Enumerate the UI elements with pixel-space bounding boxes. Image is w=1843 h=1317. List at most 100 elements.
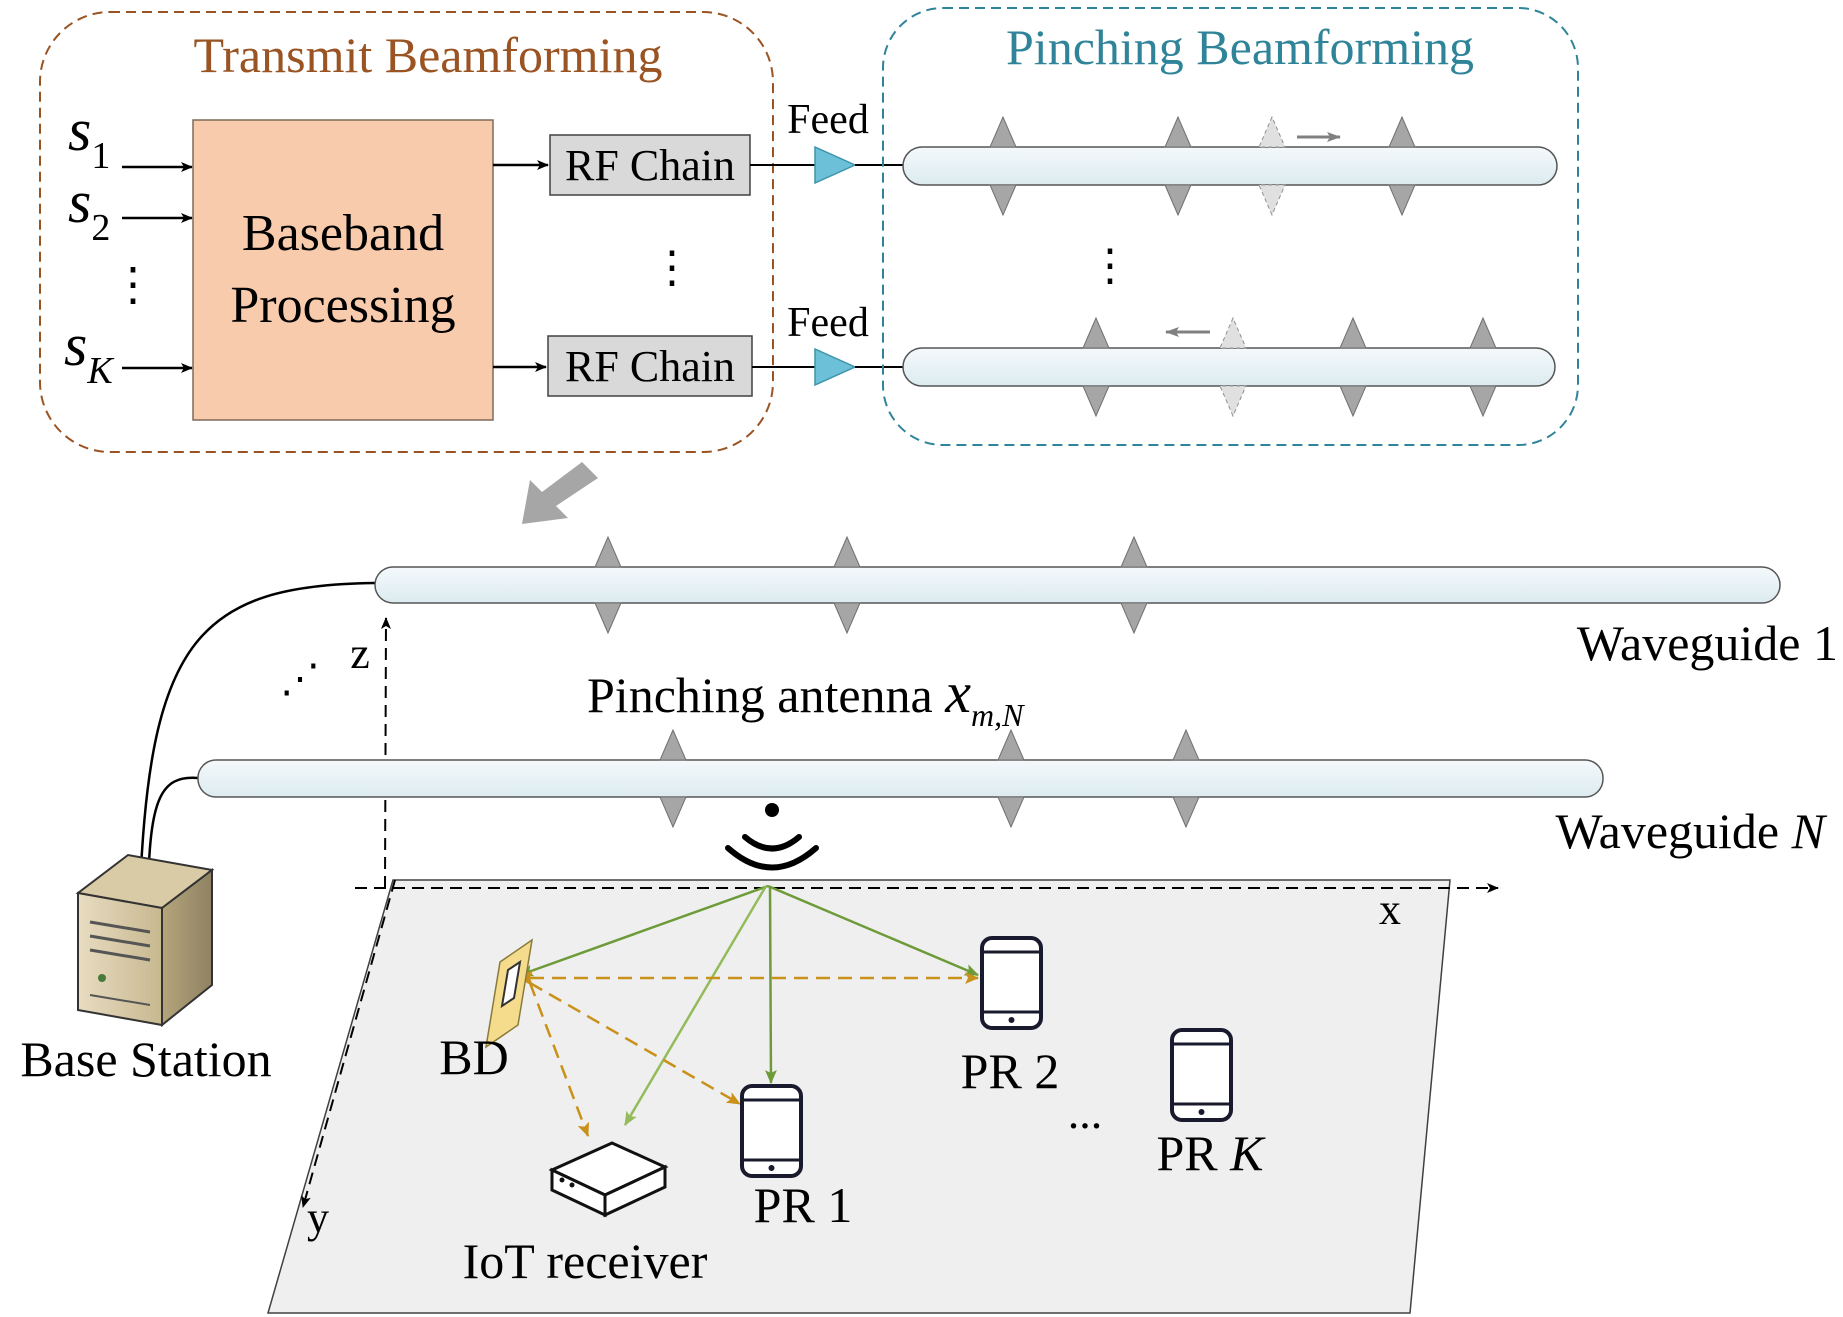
antenna-icon bbox=[1172, 796, 1200, 829]
transmit-beamforming-title: Transmit Beamforming bbox=[194, 27, 663, 83]
pr-ellipsis: ... bbox=[1068, 1087, 1103, 1138]
feed-1-label: Feed bbox=[787, 97, 869, 143]
iot-receiver-label: IoT receiver bbox=[463, 1233, 708, 1289]
ground-plane bbox=[267, 879, 1451, 1314]
antenna-icon bbox=[594, 602, 622, 635]
antenna-icon bbox=[1120, 535, 1148, 568]
z-axis bbox=[380, 617, 391, 889]
rf-chain-1-label: RF Chain bbox=[565, 141, 735, 190]
iot-receiver: IoT receiver bbox=[463, 1141, 708, 1289]
top-waveguide-k-antennas bbox=[1082, 316, 1497, 418]
feed-group: Feed Feed bbox=[750, 97, 905, 387]
phone-icon bbox=[980, 936, 1043, 1030]
antenna-icon bbox=[997, 796, 1025, 829]
zoom-arrow bbox=[522, 462, 598, 524]
baseband-processing-block: Baseband Processing bbox=[192, 119, 494, 421]
antenna-icon bbox=[833, 602, 861, 635]
rf-chain-dots: ⋮ bbox=[650, 243, 694, 292]
pr1-label: PR 1 bbox=[754, 1177, 853, 1233]
antenna-icon bbox=[1388, 184, 1416, 217]
waveguide-1-group: Waveguide 1 bbox=[374, 535, 1838, 671]
antenna-icon bbox=[997, 728, 1025, 761]
prk-label: PR K bbox=[1156, 1125, 1266, 1181]
pinching-beamforming-title: Pinching Beamforming bbox=[1006, 19, 1474, 75]
top-waveguide-1 bbox=[902, 146, 1558, 186]
antenna-icon bbox=[659, 796, 687, 829]
antenna-moving-icon bbox=[1219, 385, 1247, 418]
pinching-beamforming-boundary bbox=[882, 7, 1579, 446]
feed-k-label: Feed bbox=[787, 300, 869, 346]
rf-chain-k-label: RF Chain bbox=[565, 342, 735, 391]
waveguide-dots: ⋮ bbox=[1088, 241, 1132, 290]
x-axis-label: x bbox=[1379, 885, 1401, 934]
antenna-icon bbox=[1164, 115, 1192, 148]
feed-k-amplifier bbox=[814, 347, 857, 387]
ray-to-bd bbox=[519, 884, 769, 977]
ray-to-pr1 bbox=[764, 885, 777, 1084]
antenna-icon bbox=[833, 535, 861, 568]
top-waveguide-k-moving-antenna bbox=[1219, 316, 1247, 418]
bd-label: BD bbox=[439, 1029, 508, 1085]
pinching-antenna-label: Pinching antenna xm,N bbox=[587, 660, 1025, 733]
backscatter-to-iot bbox=[528, 982, 590, 1137]
pr2-label: PR 2 bbox=[961, 1043, 1060, 1099]
ray-to-pr2 bbox=[767, 884, 979, 977]
waveguide-n-group: Waveguide N bbox=[197, 728, 1828, 859]
prk-device: PR K bbox=[1156, 1028, 1266, 1181]
baseband-label-line1: Baseband bbox=[242, 205, 444, 262]
base-station-label: Base Station bbox=[20, 1031, 271, 1087]
signal-dots: ⋮ bbox=[110, 259, 156, 310]
antenna-icon bbox=[1388, 115, 1416, 148]
rf-chain-1-box bbox=[549, 134, 751, 196]
waveguide-diagonal-dots: ⋰ bbox=[280, 656, 320, 701]
waveguide-1 bbox=[374, 566, 1781, 604]
antenna-icon bbox=[1082, 316, 1110, 349]
antenna-icon bbox=[1172, 728, 1200, 761]
ray-to-iot bbox=[623, 885, 768, 1126]
coordinate-axes: x y z ⋰ bbox=[280, 617, 1499, 1242]
wireless-signal-icon bbox=[725, 803, 819, 871]
waveguide-n bbox=[197, 759, 1604, 798]
pr2-device: PR 2 bbox=[961, 936, 1060, 1099]
antenna-icon bbox=[659, 728, 687, 761]
pinching-beamforming-group: Pinching Beamforming ⋮ bbox=[882, 7, 1579, 446]
antenna-icon bbox=[1469, 316, 1497, 349]
phone-icon bbox=[740, 1084, 803, 1178]
signal-s2: s2 bbox=[68, 169, 110, 249]
baseband-processing-box bbox=[192, 119, 494, 421]
antenna-icon bbox=[1082, 385, 1110, 418]
antenna-icon bbox=[1339, 316, 1367, 349]
phone-icon bbox=[1170, 1028, 1233, 1122]
backscatter-to-pr1 bbox=[529, 981, 741, 1106]
cable-to-waveguide-1 bbox=[138, 581, 376, 891]
antenna-moving-icon bbox=[1258, 115, 1286, 148]
antenna-icon bbox=[989, 115, 1017, 148]
input-signals: s1 s2 ⋮ sK bbox=[64, 97, 193, 392]
top-waveguide-1-antennas bbox=[989, 115, 1416, 217]
signal-sk: sK bbox=[64, 312, 114, 392]
antenna-icon bbox=[1469, 385, 1497, 418]
y-axis-label: y bbox=[307, 1193, 329, 1242]
antenna-moving-icon bbox=[1258, 184, 1286, 217]
signal-rays bbox=[519, 884, 979, 1137]
pr1-device: PR 1 bbox=[740, 1084, 853, 1233]
transmit-beamforming-boundary bbox=[39, 11, 774, 453]
antenna-icon bbox=[1339, 385, 1367, 418]
backscatter-device: BD bbox=[439, 938, 534, 1085]
antenna-icon bbox=[989, 184, 1017, 217]
antenna-icon bbox=[594, 535, 622, 568]
top-waveguide-k bbox=[902, 347, 1556, 387]
waveguide-1-label: Waveguide 1 bbox=[1577, 615, 1838, 671]
antenna-moving-icon bbox=[1219, 316, 1247, 349]
signal-s1: s1 bbox=[68, 97, 110, 177]
antenna-icon bbox=[1120, 602, 1148, 635]
baseband-label-line2: Processing bbox=[230, 277, 455, 334]
top-waveguide-1-moving-antenna bbox=[1258, 115, 1286, 217]
base-station: Base Station bbox=[20, 853, 272, 1087]
feed-1-amplifier bbox=[814, 145, 857, 185]
antenna-icon bbox=[1164, 184, 1192, 217]
transmit-beamforming-group: Transmit Beamforming s1 s2 ⋮ sK Baseband… bbox=[39, 11, 774, 453]
z-axis-label: z bbox=[350, 629, 370, 678]
waveguide-n-label: Waveguide N bbox=[1555, 803, 1827, 859]
